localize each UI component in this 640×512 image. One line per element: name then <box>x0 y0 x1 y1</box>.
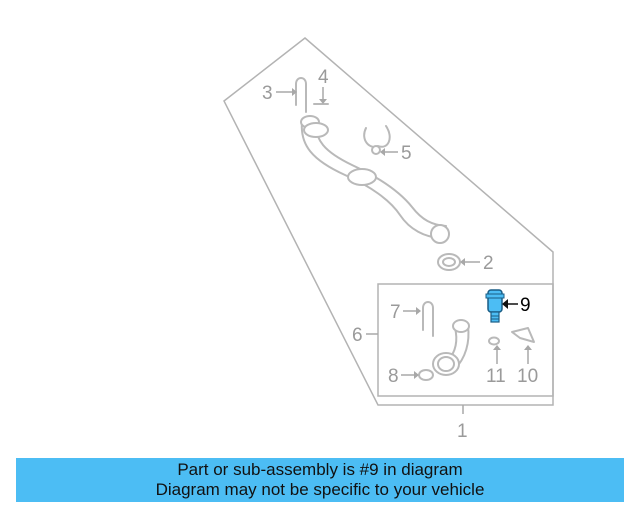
svg-text:6: 6 <box>352 325 363 346</box>
svg-text:1: 1 <box>457 421 468 442</box>
info-banner: Part or sub-assembly is #9 in diagram Di… <box>16 458 624 502</box>
part-10-bracket <box>511 327 535 343</box>
callout-11[interactable]: 11 <box>486 345 506 387</box>
svg-text:8: 8 <box>388 366 399 387</box>
sub-assembly-box <box>377 283 554 397</box>
assembly-outline <box>223 37 554 406</box>
part-7-clip <box>422 301 434 337</box>
air-intake-hose <box>300 115 450 244</box>
callout-5[interactable]: 5 <box>380 143 412 164</box>
part-11-washer <box>488 336 500 346</box>
banner-line-2: Diagram may not be specific to your vehi… <box>155 480 485 499</box>
banner-line-1: Part or sub-assembly is #9 in diagram <box>177 460 463 479</box>
svg-text:5: 5 <box>401 143 412 164</box>
callout-4[interactable]: 4 <box>318 67 329 104</box>
callout-1[interactable]: 1 <box>457 405 468 442</box>
part-2-clamp <box>437 253 461 271</box>
callout-10[interactable]: 10 <box>517 345 538 387</box>
callout-9[interactable]: 9 <box>502 295 531 316</box>
svg-text:11: 11 <box>486 366 506 387</box>
svg-text:2: 2 <box>483 253 494 274</box>
svg-text:10: 10 <box>517 366 538 387</box>
svg-text:4: 4 <box>318 67 329 88</box>
part-8-o-ring <box>418 369 434 381</box>
part-3-clip <box>295 77 307 113</box>
callout-6[interactable]: 6 <box>352 325 378 346</box>
callout-2[interactable]: 2 <box>460 253 494 274</box>
callout-8[interactable]: 8 <box>388 366 419 387</box>
part-9-highlighted[interactable] <box>485 289 505 323</box>
part-5-clamp <box>363 125 391 155</box>
callout-3[interactable]: 3 <box>262 83 297 104</box>
svg-text:3: 3 <box>262 83 273 104</box>
svg-text:7: 7 <box>390 302 401 323</box>
svg-text:9: 9 <box>520 295 531 316</box>
sub-assembly-hose <box>432 319 470 376</box>
callout-7[interactable]: 7 <box>390 302 421 323</box>
